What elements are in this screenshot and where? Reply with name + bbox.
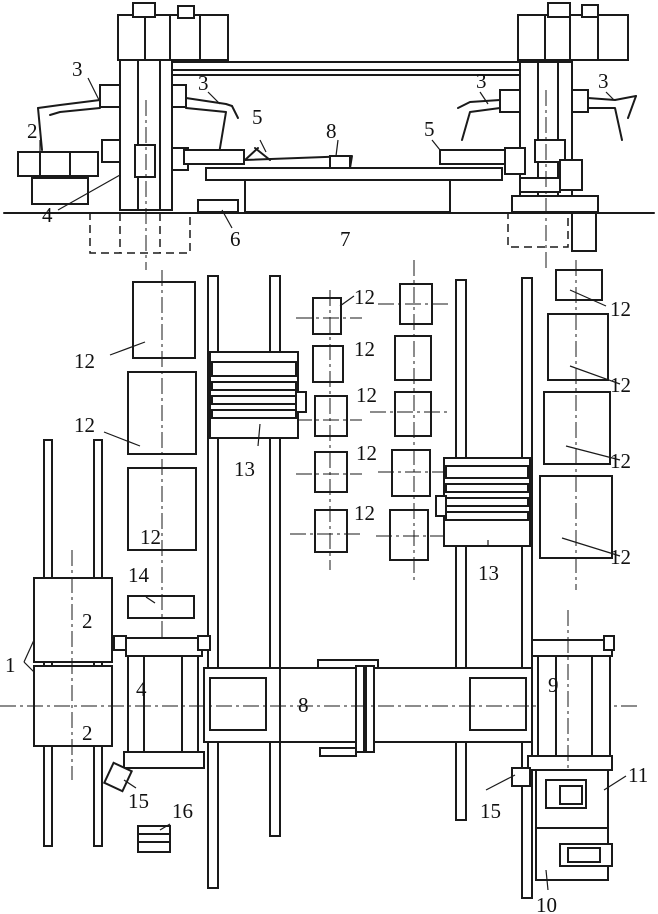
label-13-right: 13 (478, 561, 499, 585)
callout-labels: 1 2 2 2 3 3 3 3 4 4 5 5 6 7 8 8 9 10 11 … (5, 57, 648, 914)
right-arms (457, 95, 637, 141)
elevation-view (3, 2, 655, 270)
label-5-right: 5 (424, 117, 435, 141)
left-column (99, 2, 229, 211)
label-4-elevation: 4 (42, 203, 53, 227)
label-12-g: 12 (356, 441, 377, 465)
machine-1 (33, 439, 113, 847)
central-stacks (290, 260, 448, 580)
label-7: 7 (340, 227, 351, 251)
label-12-e: 12 (354, 337, 375, 361)
label-3-b: 3 (198, 71, 209, 95)
label-3-a: 3 (72, 57, 83, 81)
gantry-beam (159, 61, 531, 76)
label-12-d: 12 (354, 285, 375, 309)
machine-4-plan (113, 635, 211, 769)
label-5-left: 5 (252, 105, 263, 129)
label-12-a: 12 (74, 349, 95, 373)
table-platform (183, 147, 506, 213)
conveyor-10-11 (535, 769, 613, 881)
label-2-lower: 2 (82, 721, 93, 745)
label-15-right: 15 (480, 799, 501, 823)
label-6: 6 (230, 227, 241, 251)
label-15-left: 15 (128, 789, 149, 813)
transfer-unit-13-right (435, 457, 531, 547)
part-15-right (511, 767, 531, 787)
label-12-i: 12 (610, 297, 631, 321)
label-12-b: 12 (74, 413, 95, 437)
label-8-elevation: 8 (326, 119, 337, 143)
label-10: 10 (536, 893, 557, 914)
machine-9 (527, 610, 615, 880)
label-3-c: 3 (476, 69, 487, 93)
label-2-elevation: 2 (27, 119, 38, 143)
label-13-left: 13 (234, 457, 255, 481)
label-16: 16 (172, 799, 193, 823)
label-2-upper: 2 (82, 609, 93, 633)
label-12-h: 12 (354, 501, 375, 525)
label-3-d: 3 (598, 69, 609, 93)
label-12-j: 12 (610, 373, 631, 397)
transfer-unit-13-left (209, 351, 307, 439)
right-stack-column (539, 260, 613, 590)
rails (207, 275, 533, 899)
label-1: 1 (5, 653, 16, 677)
label-12-c: 12 (140, 525, 161, 549)
transfer-beam-8 (0, 659, 640, 757)
label-14: 14 (128, 563, 150, 587)
part-15-left (102, 761, 134, 793)
gripper-2-elevation (17, 151, 99, 205)
label-12-f: 12 (356, 383, 377, 407)
label-4-plan: 4 (136, 677, 147, 701)
left-arms (37, 97, 239, 161)
left-foundation (89, 212, 191, 254)
label-12-k: 12 (610, 449, 631, 473)
plan-view (0, 260, 640, 899)
label-9: 9 (548, 673, 559, 697)
part-14 (127, 595, 195, 619)
left-stack-column (127, 270, 197, 640)
label-12-l: 12 (610, 545, 631, 569)
label-11: 11 (628, 763, 648, 787)
leader-lines (23, 77, 627, 891)
part-16 (137, 825, 171, 853)
label-8-plan: 8 (298, 693, 309, 717)
